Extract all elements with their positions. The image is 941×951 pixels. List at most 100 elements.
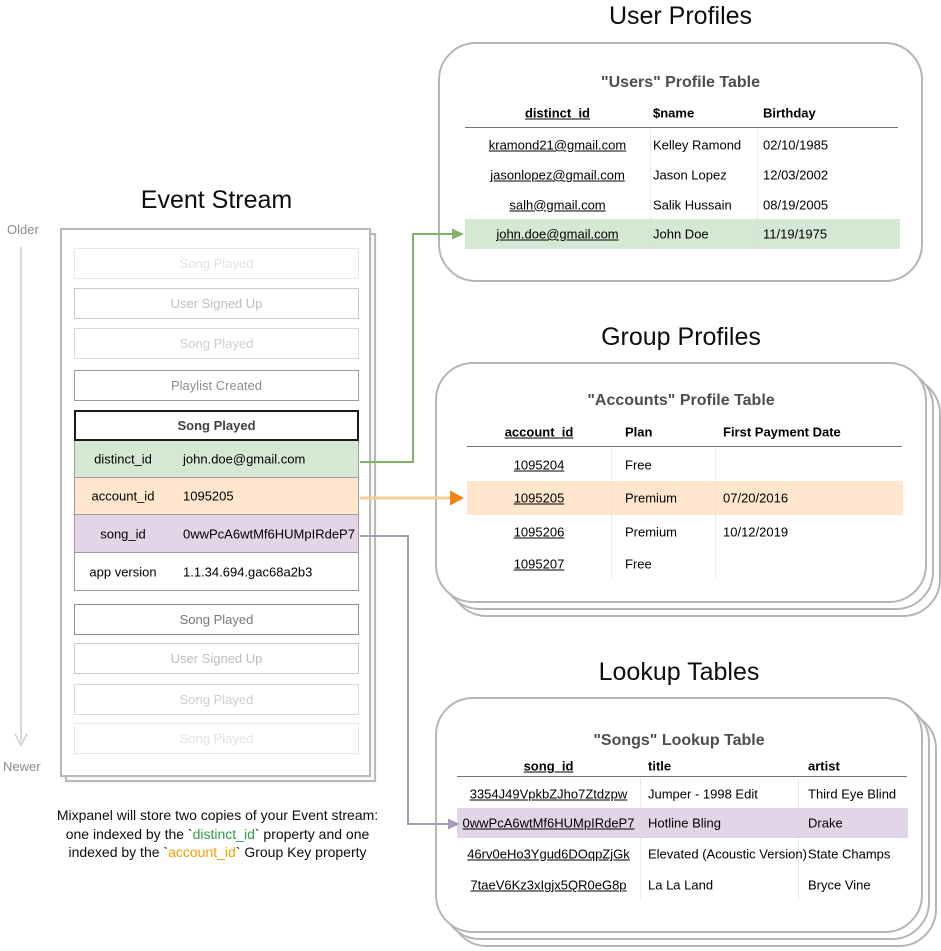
table-cell: Free	[625, 556, 652, 572]
property-value: john.doe@gmail.com	[183, 451, 306, 467]
distinct-id-highlight: distinct_id	[192, 825, 255, 842]
table-row: 1095206 Premium 10/12/2019	[467, 515, 903, 548]
column-divider	[640, 779, 641, 900]
stream-event: Song Played	[74, 604, 359, 635]
column-header: $name	[653, 105, 695, 121]
stream-event: User Signed Up	[74, 288, 359, 319]
header-rule	[457, 776, 907, 777]
users-table-header-row: distinct_id $name Birthday	[465, 105, 900, 121]
column-header: distinct_id	[524, 105, 590, 121]
table-cell: Kelley Ramond	[653, 137, 742, 153]
table-cell: 3354J49VpkbZJho7Ztdzpw	[469, 786, 628, 801]
table-cell: 7taeV6Kz3xIgjx5QR0eG8p	[470, 877, 627, 893]
table-cell: kramond21@gmail.com	[488, 137, 627, 153]
table-row: 1095207 Free	[467, 548, 903, 580]
table-row: kramond21@gmail.com Kelley Ramond 02/10/…	[465, 130, 900, 160]
newer-label: Newer	[3, 759, 41, 774]
table-cell: Drake	[808, 815, 843, 831]
table-cell: 46rv0eHo3Ygud6DOqpZjGk	[467, 846, 630, 862]
stream-event: Song Played	[74, 723, 359, 754]
user-profiles-title: User Profiles	[608, 2, 753, 30]
expanded-event-table: Song Played distinct_id john.doe@gmail.c…	[74, 410, 359, 591]
event-stream-title: Event Stream	[140, 186, 293, 214]
table-row: 46rv0eHo3Ygud6DOqpZjGk Elevated (Acousti…	[457, 838, 908, 870]
account-id-highlight: account_id	[168, 844, 236, 860]
accounts-table-heading: "Accounts" Profile Table	[587, 392, 775, 409]
column-header: Birthday	[763, 105, 816, 121]
header-rule	[465, 127, 898, 128]
table-cell: Premium	[625, 490, 678, 506]
table-cell: 07/20/2016	[723, 490, 789, 506]
column-header: song_id	[523, 758, 574, 774]
table-cell: 1095205	[513, 490, 565, 506]
table-cell: 08/19/2005	[763, 197, 829, 212]
table-cell: 12/03/2002	[763, 167, 829, 183]
table-row: salh@gmail.com Salik Hussain 08/19/2005	[465, 190, 900, 219]
table-row: 3354J49VpkbZJho7Ztdzpw Jumper - 1998 Edi…	[457, 779, 908, 808]
table-cell: 10/12/2019	[723, 524, 789, 539]
property-row-app-version: app version 1.1.34.694.gac68a2b3	[74, 553, 359, 591]
column-header: First Payment Date	[723, 424, 841, 440]
column-divider	[757, 130, 758, 249]
table-cell: 11/19/1975	[763, 226, 828, 242]
lookup-tables-title: Lookup Tables	[598, 658, 760, 686]
table-cell: 1095207	[513, 556, 565, 572]
table-cell: 1095204	[513, 457, 565, 473]
table-cell: jasonlopez@gmail.com	[490, 167, 625, 183]
column-divider	[798, 779, 799, 900]
property-row-distinct-id: distinct_id john.doe@gmail.com	[74, 441, 359, 478]
table-row: 1095204 Free	[467, 449, 903, 481]
table-cell: salh@gmail.com	[509, 197, 606, 212]
accounts-table-header-row: account_id Plan First Payment Date	[467, 424, 903, 440]
table-cell: Elevated (Acoustic Version)	[648, 846, 807, 862]
table-cell: La La Land	[648, 877, 714, 893]
table-cell: 0wwPcA6wtMf6HUMpIRdeP7	[462, 815, 635, 831]
property-value: 1095205	[183, 488, 234, 504]
property-key: account_id	[91, 488, 155, 504]
stream-event: Song Played	[74, 328, 359, 359]
group-profiles-title: Group Profiles	[601, 323, 761, 351]
caption-line-1: Mixpanel will store two copies of your E…	[56, 807, 379, 823]
table-cell: Premium	[625, 524, 678, 539]
table-row-highlighted: john.doe@gmail.com John Doe 11/19/1975	[465, 219, 900, 249]
caption-text: ` property and one	[254, 825, 370, 842]
caption-text: indexed by the `	[68, 844, 169, 860]
table-row-highlighted: 0wwPcA6wtMf6HUMpIRdeP7 Hotline Bling Dra…	[457, 808, 908, 838]
table-row: jasonlopez@gmail.com Jason Lopez 12/03/2…	[465, 160, 900, 190]
stream-copies-caption: Mixpanel will store two copies of your E…	[40, 806, 395, 862]
property-key: song_id	[100, 526, 146, 541]
users-table-heading: "Users" Profile Table	[601, 74, 760, 91]
column-divider	[650, 130, 651, 249]
column-divider	[611, 449, 612, 580]
songs-table-header-row: song_id title artist	[457, 758, 907, 774]
table-cell: Free	[625, 457, 652, 473]
expanded-event-name: Song Played	[74, 410, 359, 441]
property-key: distinct_id	[94, 451, 152, 467]
caption-line-2: one indexed by the `distinct_id` propert…	[40, 825, 395, 844]
column-header: Plan	[625, 424, 653, 440]
table-cell: John Doe	[653, 226, 709, 242]
property-value: 0wwPcA6wtMf6HUMpIRdeP7	[183, 526, 355, 541]
property-key: app version	[89, 564, 157, 579]
caption-line-3: indexed by the `account_id` Group Key pr…	[40, 843, 395, 862]
table-cell: 02/10/1985	[763, 137, 829, 153]
column-divider	[715, 449, 716, 580]
timeline-arrowhead-icon	[14, 733, 28, 747]
header-rule	[467, 446, 902, 447]
table-cell: 1095206	[513, 524, 565, 539]
property-row-song-id: song_id 0wwPcA6wtMf6HUMpIRdeP7	[74, 515, 359, 553]
table-cell: john.doe@gmail.com	[496, 226, 619, 242]
table-cell: Hotline Bling	[648, 815, 721, 831]
caption-text: one indexed by the `	[65, 825, 193, 842]
table-cell: Bryce Vine	[808, 877, 871, 893]
stream-event: Playlist Created	[74, 370, 359, 401]
table-row-highlighted: 1095205 Premium 07/20/2016	[467, 481, 903, 515]
stream-event: Song Played	[74, 684, 359, 715]
table-cell: Jumper - 1998 Edit	[648, 786, 758, 801]
property-row-account-id: account_id 1095205	[74, 478, 359, 515]
stream-event: Song Played	[74, 248, 359, 279]
stream-event: User Signed Up	[74, 643, 359, 674]
column-header: account_id	[504, 424, 574, 440]
table-cell: State Champs	[808, 846, 891, 862]
